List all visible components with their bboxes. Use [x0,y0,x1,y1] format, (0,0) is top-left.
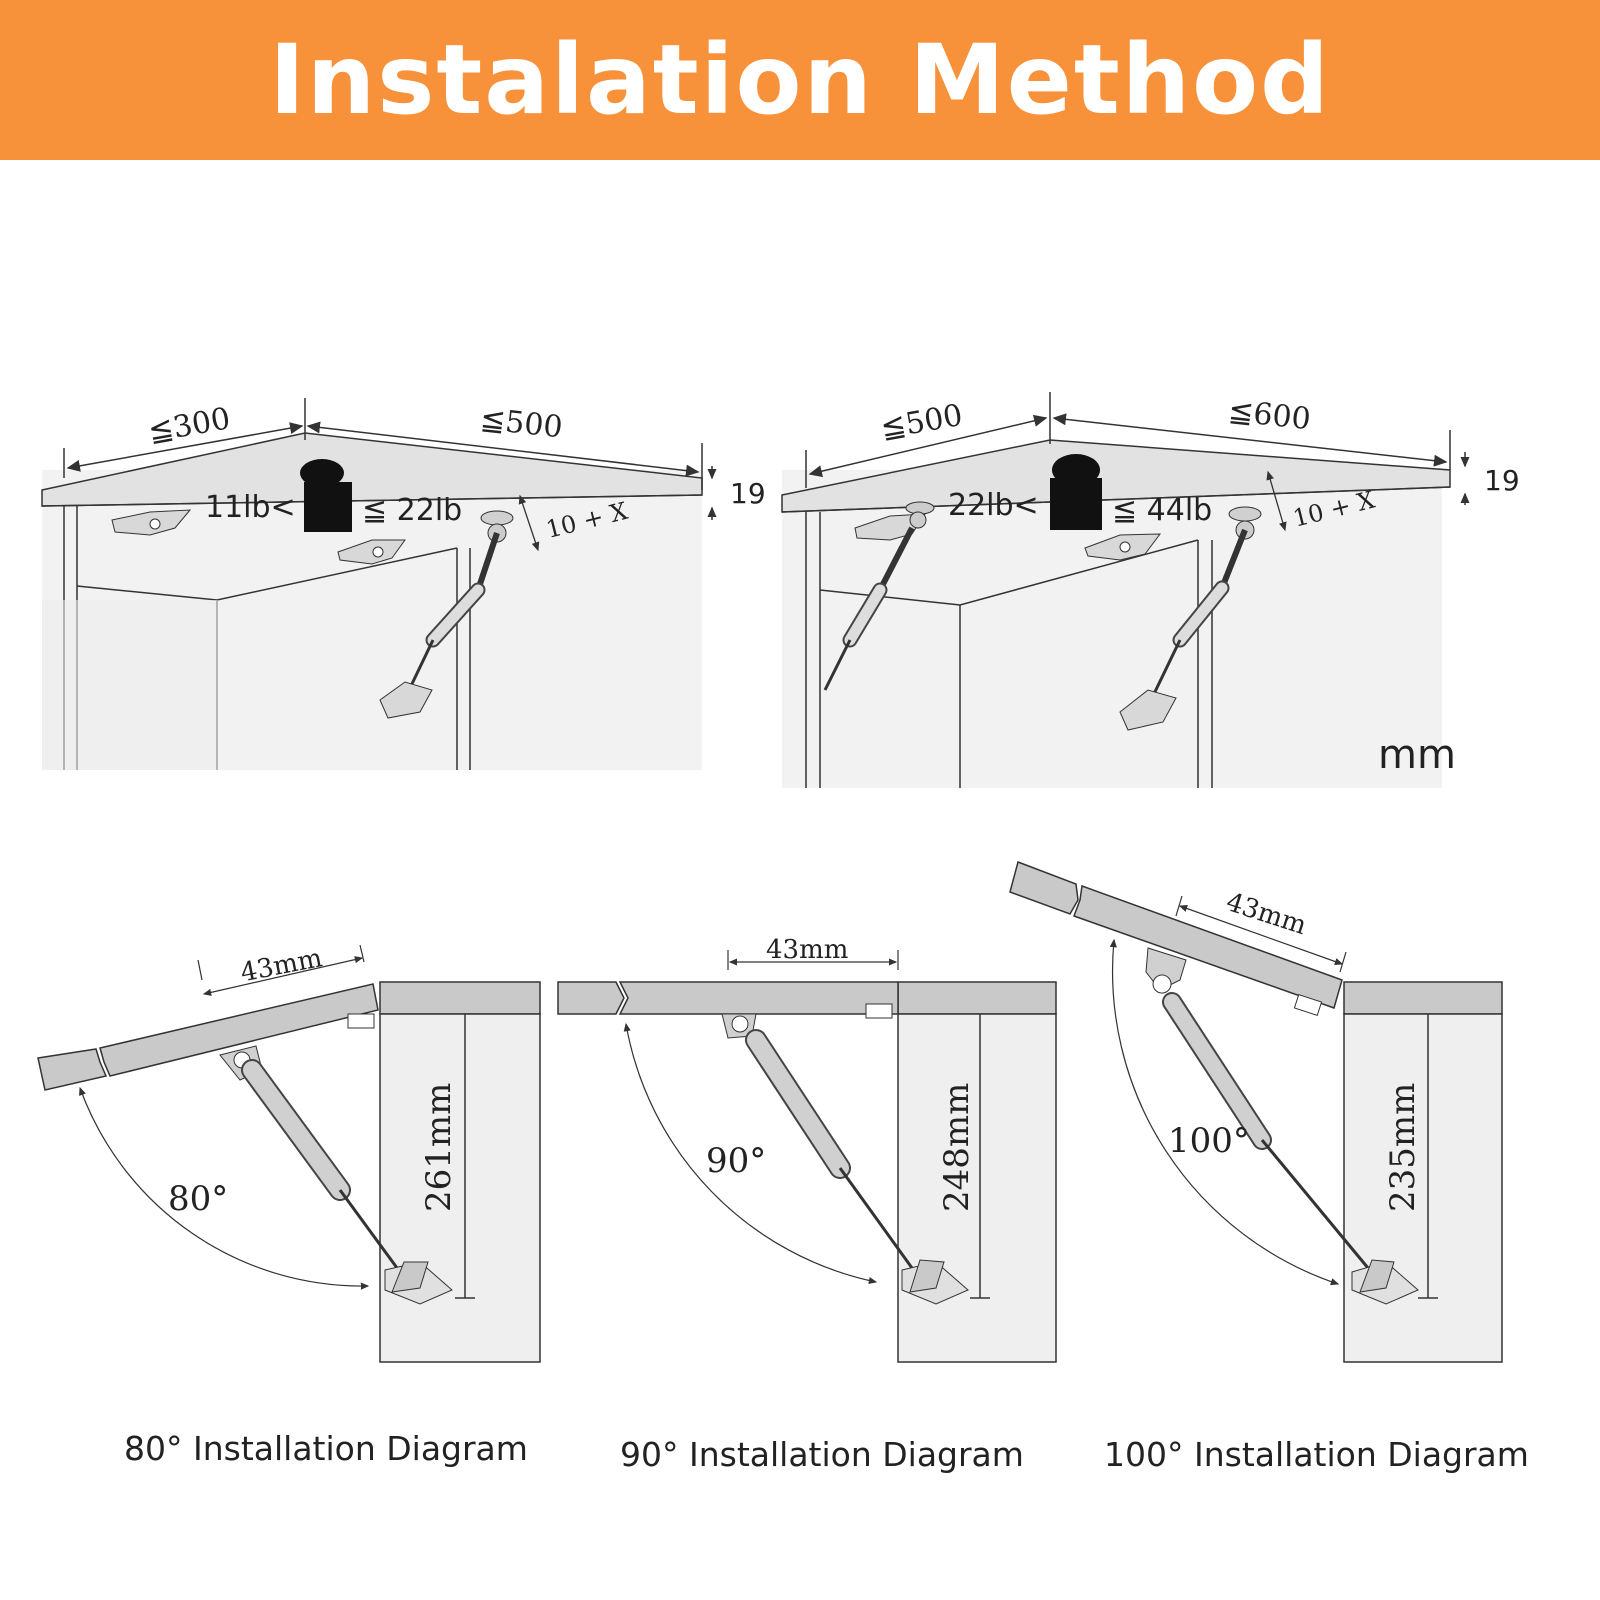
weight-max-label: ≦ 22lb [362,493,462,528]
dimension-width-right: ≦600 [1227,394,1313,437]
angle-label: 90° [706,1141,766,1181]
diagram-80: 80° 43mm 261mm 80° Installation Diagram [37,943,541,1468]
page-title: Instalation Method [269,24,1331,136]
hinge-icon [823,501,935,691]
top-dimension-label: 43mm [766,935,848,965]
diagram-caption: 100° Installation Diagram [1104,1435,1529,1474]
cabinet-diagram-right: ≦500 ≦600 19 22lb< ≦ 44lb 10 + X mm [781,392,1520,788]
dimension-width-right: ≦500 [479,402,565,445]
top-dimension-label: 43mm [1222,887,1310,941]
gas-strut-icon [1119,506,1262,731]
dimension-width-left: ≦500 [878,398,965,447]
diagram-caption: 80° Installation Diagram [124,1429,528,1468]
unit-label: mm [1378,732,1456,778]
hinge-icon [1084,533,1162,561]
diagram-90: 90° 43mm 248mm 90° Installation Diagram [557,935,1057,1474]
height-dimension-label: 248mm [937,1083,977,1212]
header-banner: Instalation Method [0,0,1600,160]
diagram-100: 100° 43mm 235mm 100° Installation Diagra… [1009,861,1529,1474]
weight-max-label: ≦ 44lb [1112,493,1212,528]
angle-label: 100° [1168,1121,1250,1161]
height-dimension-label: 261mm [419,1083,459,1212]
dimension-width-left: ≦300 [146,401,233,450]
top-dimension-label: 43mm [238,943,325,988]
height-dimension-label: 235mm [1383,1083,1423,1212]
hinge-icon [337,539,406,565]
weight-min-label: 22lb< [948,488,1039,523]
dimension-thickness: 19 [730,477,766,510]
weight-icon [1050,454,1102,530]
cabinet-diagram-left: ≦300 ≦500 19 11lb< ≦ 22lb 10 + X [41,398,766,770]
hinge-icon [111,509,192,536]
weight-min-label: 11lb< [205,490,296,525]
diagram-caption: 90° Installation Diagram [620,1435,1024,1474]
angle-label: 80° [168,1179,228,1219]
gas-strut-icon [379,510,514,719]
dimension-thickness: 19 [1484,464,1520,497]
